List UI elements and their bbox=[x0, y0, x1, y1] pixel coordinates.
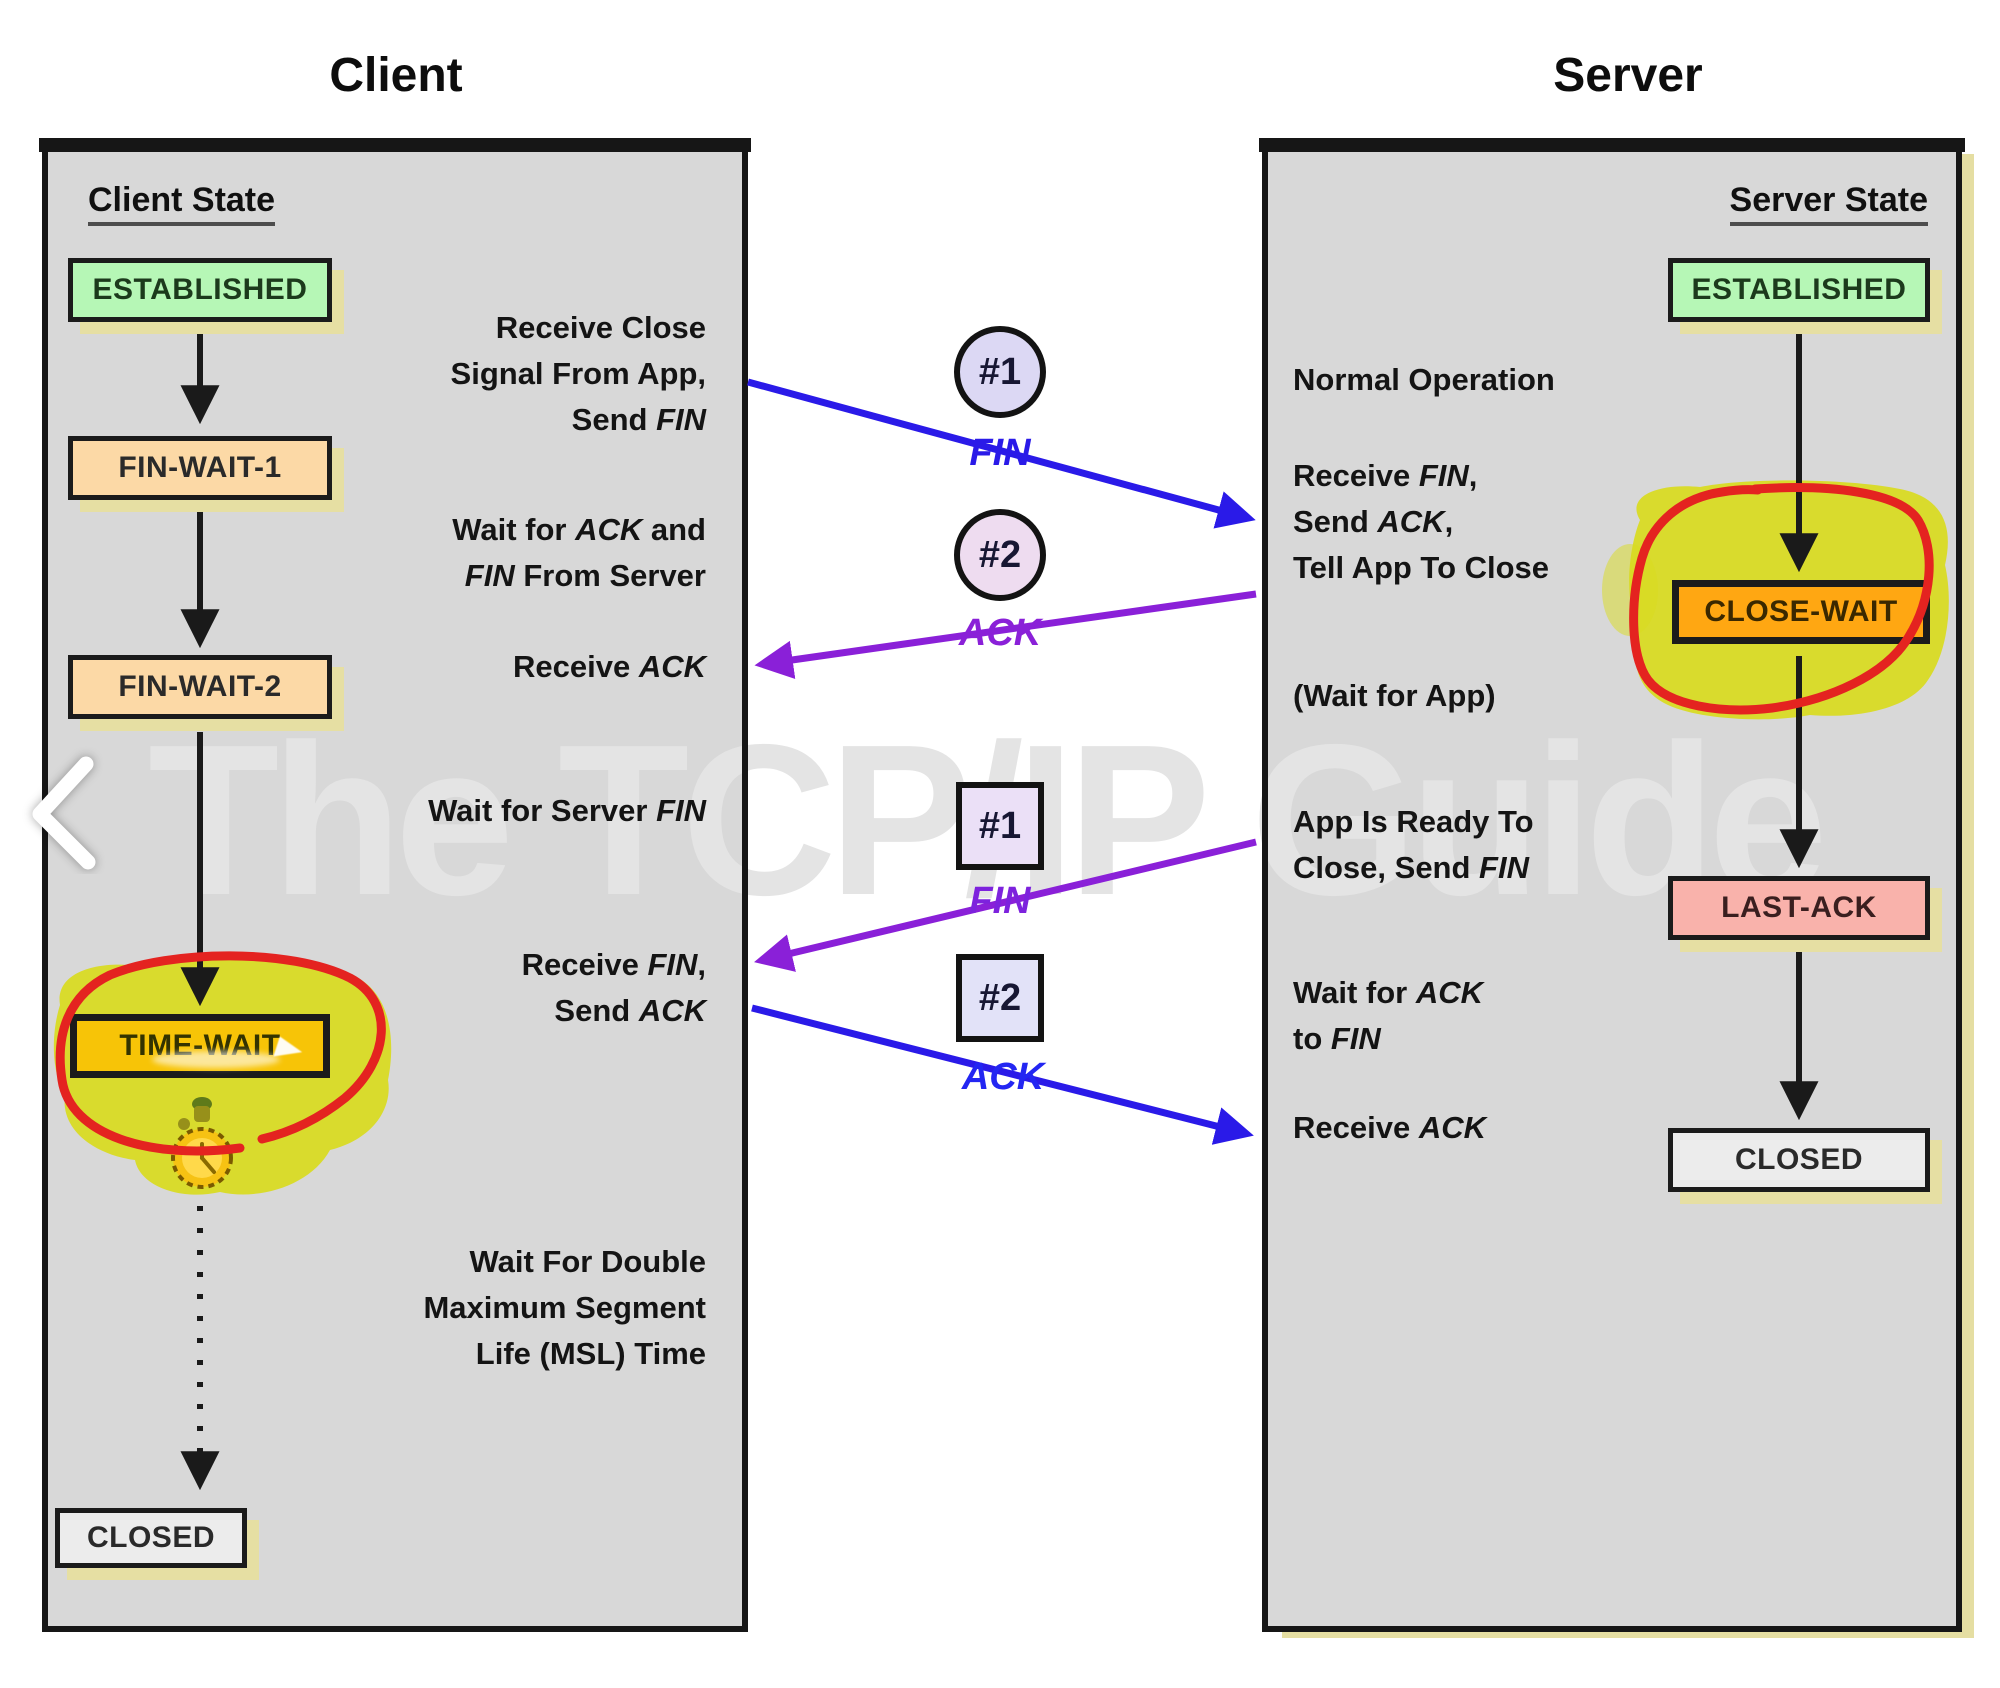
server-note-receive-ack: Receive ACK bbox=[1293, 1110, 1486, 1145]
segment-1-fin-label: FIN bbox=[969, 432, 1031, 474]
server-state-last-ack: LAST-ACK bbox=[1668, 876, 1930, 940]
server-note-wait-for-app: (Wait for App) bbox=[1293, 678, 1496, 713]
client-title: Client bbox=[329, 49, 463, 102]
server-state-close-wait: CLOSE-WAIT bbox=[1672, 580, 1930, 644]
cursor-smudge bbox=[152, 1051, 280, 1068]
client-panel-background bbox=[42, 140, 748, 1632]
server-state-header: Server State bbox=[1729, 181, 1928, 226]
segment-1-badge-square: #1 bbox=[956, 782, 1044, 870]
client-state-fin-wait-2: FIN-WAIT-2 bbox=[68, 655, 332, 719]
stopwatch-timer-icon bbox=[171, 1097, 233, 1189]
client-note-receive-ack: Receive ACK bbox=[513, 649, 706, 684]
segment-1-fin-label-lower: FIN bbox=[969, 880, 1031, 922]
client-note-receive-fin: Receive FIN,Send ACK bbox=[521, 947, 706, 1028]
chevron-left-icon[interactable] bbox=[14, 744, 114, 874]
server-state-closed: CLOSED bbox=[1668, 1128, 1930, 1192]
server-title: Server bbox=[1553, 49, 1703, 102]
server-note-receive-fin: Receive FIN,Send ACK,Tell App To Close bbox=[1293, 458, 1550, 585]
segment-2-ack-label: ACK bbox=[958, 612, 1042, 654]
segment-2-badge-square: #2 bbox=[956, 954, 1044, 1042]
client-state-closed: CLOSED bbox=[55, 1508, 247, 1568]
client-state-established: ESTABLISHED bbox=[68, 258, 332, 322]
server-state-established: ESTABLISHED bbox=[1668, 258, 1930, 322]
client-state-header: Client State bbox=[88, 181, 276, 226]
server-note-normal-operation: Normal Operation bbox=[1293, 362, 1555, 397]
segment-2-ack-label-lower: ACK bbox=[961, 1056, 1045, 1098]
segment-2-badge: #2 bbox=[954, 509, 1046, 601]
client-state-fin-wait-1: FIN-WAIT-1 bbox=[68, 436, 332, 500]
client-note-wait-server-fin: Wait for Server FIN bbox=[428, 793, 706, 828]
segment-1-badge: #1 bbox=[954, 326, 1046, 418]
